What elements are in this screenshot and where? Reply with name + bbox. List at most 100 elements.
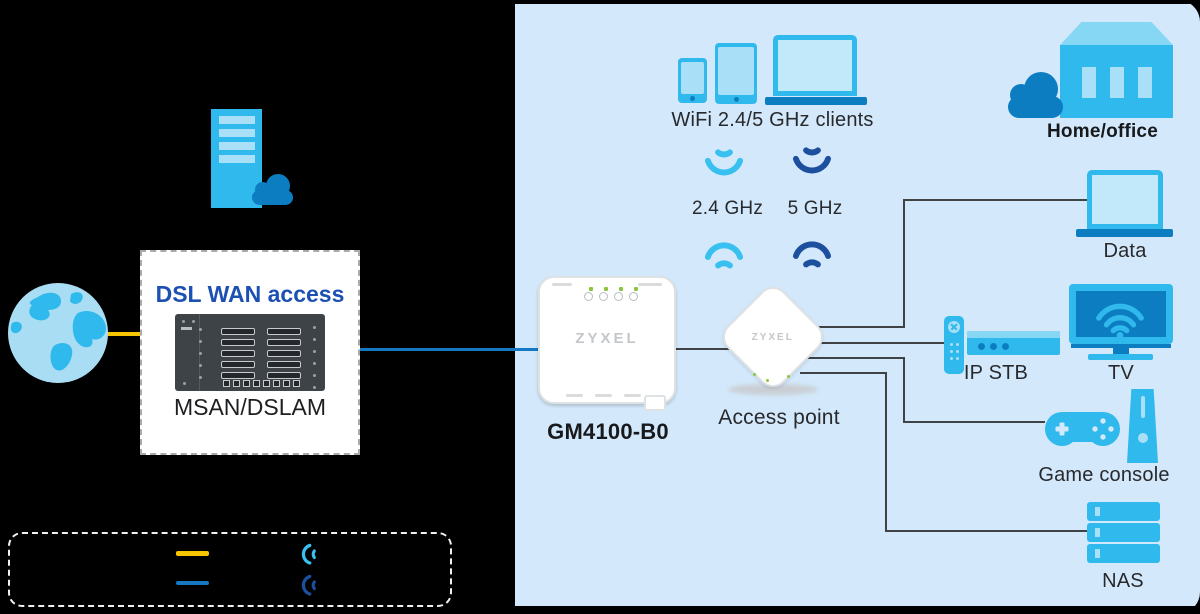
gamepad-icon <box>1045 412 1120 446</box>
data-laptop-icon <box>1087 170 1163 229</box>
remote-control-icon <box>944 316 964 374</box>
router-vent <box>552 283 572 286</box>
legend-wifi-24-icon <box>301 543 316 565</box>
nas-drive-bay <box>1087 544 1160 563</box>
ap-to-data-line-h1 <box>800 326 905 328</box>
ethernet-wan-line <box>360 348 545 351</box>
legend-box <box>8 532 452 607</box>
rack-slot <box>267 372 301 379</box>
wifi-5-down-icon <box>792 147 832 174</box>
tablet-home-button <box>733 97 739 102</box>
band-5-label: 5 GHz <box>787 198 843 219</box>
rack-slot <box>221 361 255 368</box>
router-to-ap-line <box>674 348 749 350</box>
building-window <box>1082 67 1096 98</box>
tv-label: TV <box>1108 362 1134 384</box>
data-laptop-base <box>1076 229 1173 237</box>
laptop-icon <box>773 35 857 96</box>
rack-slot <box>267 339 301 346</box>
band-24-label: 2.4 GHz <box>691 198 764 219</box>
rack-port <box>233 380 240 387</box>
router-vent <box>566 394 583 397</box>
server-vent-bar <box>219 142 255 150</box>
legend-ethernet-line-sample <box>176 581 209 585</box>
ip-stb-label: IP STB <box>963 362 1029 384</box>
rack-rail <box>175 314 200 391</box>
laptop-base <box>765 97 867 105</box>
wifi-24-down-icon <box>704 149 744 176</box>
status-led-icon <box>584 287 593 301</box>
rack-port <box>223 380 230 387</box>
data-label: Data <box>1103 240 1147 262</box>
status-led-icon <box>614 287 623 301</box>
router-vent <box>624 394 641 397</box>
nas-icon <box>1087 502 1160 565</box>
ap-shadow <box>728 384 818 395</box>
server-vent-bar <box>219 129 255 137</box>
rack-port <box>293 380 300 387</box>
phone-home-button <box>690 96 695 101</box>
rack-port <box>283 380 290 387</box>
ap-led-icon <box>753 373 756 376</box>
rack-port-row <box>223 380 300 387</box>
ap-to-data-line-h2 <box>903 199 1087 201</box>
building-body <box>1060 45 1173 118</box>
legend-dsl-line-sample <box>176 551 209 556</box>
remote-x-button <box>948 321 960 333</box>
ap-led-icon <box>766 379 769 382</box>
nas-label: NAS <box>1102 570 1144 592</box>
tablet-icon <box>715 43 757 104</box>
building-window <box>1110 67 1124 98</box>
ap-brand-text: ZYXEL <box>751 331 795 343</box>
dsl-wan-access-title: DSL WAN access <box>155 281 345 307</box>
router-vent <box>638 283 662 286</box>
rack-port <box>273 380 280 387</box>
rack-slot <box>221 328 255 335</box>
cloud-icon <box>1008 72 1063 118</box>
gm4100-device: ZYXEL <box>538 276 676 411</box>
nas-drive-bay <box>1087 523 1160 542</box>
rack-port <box>253 380 260 387</box>
dsl-line <box>103 332 141 336</box>
home-office-label: Home/office <box>1047 121 1158 142</box>
tablet-screen <box>718 47 754 95</box>
ap-to-game-line-v <box>903 357 905 423</box>
router-mount-tab <box>644 395 666 411</box>
router-brand-text: ZYXEL <box>575 330 639 347</box>
rack-brand-mark <box>181 327 192 330</box>
rack-port <box>263 380 270 387</box>
rack-screws <box>182 320 185 323</box>
rack-slot <box>267 328 301 335</box>
smartphone-icon <box>678 58 707 103</box>
wifi-5-up-icon <box>792 241 832 268</box>
console-disc-slot <box>1141 396 1145 418</box>
ap-to-nas-line-h1 <box>800 372 887 374</box>
status-led-icon <box>629 287 638 301</box>
msan-dslam-icon <box>175 314 325 391</box>
game-console-tower-icon <box>1127 389 1158 463</box>
building-roof <box>1060 22 1173 45</box>
rack-slot <box>221 339 255 346</box>
status-led-icon <box>599 287 608 301</box>
game-console-label: Game console <box>1038 464 1170 486</box>
rack-port <box>243 380 250 387</box>
tv-chin <box>1071 344 1171 348</box>
stb-buttons <box>978 343 985 350</box>
remote-buttons <box>950 343 953 346</box>
ap-to-nas-line-h2 <box>885 530 1087 532</box>
stb-top-strip <box>967 331 1060 338</box>
ap-led-icon <box>787 375 790 378</box>
console-power-button <box>1138 433 1148 443</box>
rack-slot <box>221 372 255 379</box>
router-vent <box>595 394 612 397</box>
server-vent-bar <box>219 155 255 163</box>
tv-icon <box>1069 284 1173 344</box>
internet-globe-icon <box>8 283 108 383</box>
wifi-clients-label: WiFi 2.4/5 GHz clients <box>671 109 874 131</box>
router-model-label: GM4100-B0 <box>547 419 669 444</box>
server-vent-bar <box>219 116 255 124</box>
rack-slot <box>221 350 255 357</box>
ap-to-data-line-v <box>903 200 905 328</box>
rack-slot-grid <box>221 328 301 379</box>
